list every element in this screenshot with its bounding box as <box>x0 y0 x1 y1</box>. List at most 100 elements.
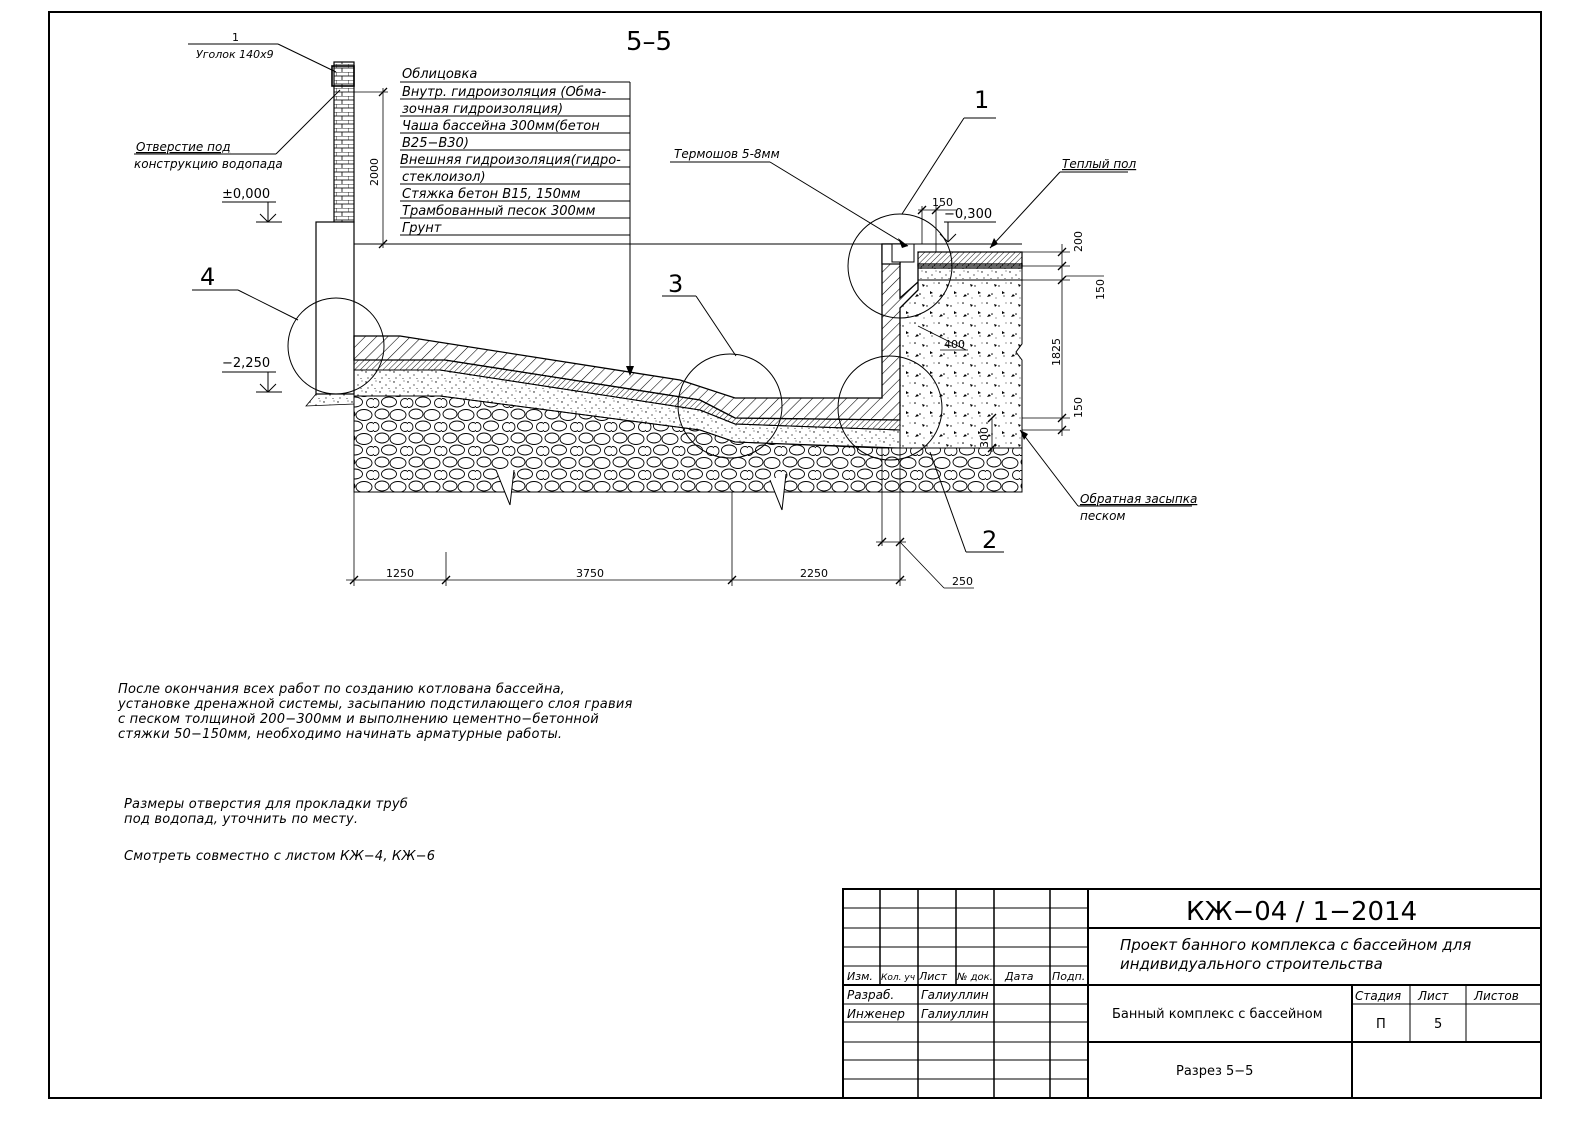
ground-break <box>495 469 515 506</box>
layers-legend: Облицовка Внутр. гидроизоляция (Обма- зо… <box>400 67 634 376</box>
svg-text:3: 3 <box>668 270 683 298</box>
node-callout-1: 1 <box>901 86 996 215</box>
layer-3: Чаша бассейна 300мм(бетон <box>402 119 600 134</box>
warm-floor-slab <box>917 251 1023 267</box>
node-circle-4 <box>287 297 385 395</box>
svg-text:1250: 1250 <box>386 567 414 580</box>
svg-text:150: 150 <box>932 196 953 209</box>
angle-callout-number: 1 <box>232 31 239 44</box>
svg-text:300: 300 <box>978 427 991 448</box>
svg-text:П: П <box>1376 1017 1386 1032</box>
svg-text:песком: песком <box>1080 509 1125 523</box>
node-callout-4: 4 <box>192 263 299 321</box>
svg-text:Стадия: Стадия <box>1355 989 1401 1003</box>
svg-text:250: 250 <box>952 575 973 588</box>
svg-text:Дата: Дата <box>1004 970 1034 983</box>
node-circle-3 <box>677 353 783 459</box>
dim-bottom-chain: 1250 3750 2250 250 <box>346 448 974 589</box>
title-block <box>842 888 1542 1099</box>
layer-2: зочная гидроизоляция) <box>402 102 563 117</box>
note-2-line: Размеры отверстия для прокладки труб <box>124 797 408 812</box>
note-1-line: установке дренажной системы, засыпанию п… <box>118 697 633 712</box>
level-zero: ±0,000 <box>222 187 282 223</box>
layer-9: Грунт <box>402 221 442 236</box>
svg-text:2250: 2250 <box>800 567 828 580</box>
svg-text:Термошов 5-8мм: Термошов 5-8мм <box>674 147 780 161</box>
svg-text:150: 150 <box>1072 397 1085 418</box>
dim-400: 400 <box>917 325 968 351</box>
svg-text:Обратная засыпка: Обратная засыпка <box>1080 492 1197 506</box>
note-1-line: После окончания всех работ по созданию к… <box>118 682 566 697</box>
waterfall-hole-callout: Отверстие под конструкцию водопада <box>134 89 341 171</box>
layer-0: Облицовка <box>402 67 477 82</box>
svg-text:2: 2 <box>982 526 997 554</box>
level-bottom: −2,250 <box>222 356 282 393</box>
svg-text:3750: 3750 <box>576 567 604 580</box>
svg-text:400: 400 <box>944 338 965 351</box>
warm-floor-callout: Теплый пол <box>989 157 1137 249</box>
dim-right-chain: 200 150 1825 150 <box>1022 231 1107 436</box>
sheet-frame <box>48 11 1542 1099</box>
project-line1: Проект банного комплекса с бассейном для <box>1120 936 1471 954</box>
svg-text:Разраб.: Разраб. <box>847 988 894 1002</box>
svg-text:Лист: Лист <box>1417 989 1449 1003</box>
node-circle-2 <box>837 355 943 461</box>
waterfall-hole-line1: Отверстие под <box>136 140 231 154</box>
thermo-seam-callout: Термошов 5-8мм <box>670 147 909 248</box>
svg-text:Лист: Лист <box>918 970 947 983</box>
angle-callout: 1 Уголок 140х9 <box>188 31 337 73</box>
note-2: Размеры отверстия для прокладки труб под… <box>124 797 408 827</box>
layer-4: В25−В30) <box>402 136 469 151</box>
sheet-name: Разрез 5−5 <box>1176 1064 1253 1079</box>
layer-6: стеклоизол) <box>402 170 486 185</box>
node-circle-1 <box>847 213 953 319</box>
doc-code: КЖ−04 / 1−2014 <box>1186 897 1417 927</box>
level-floor: −0,300 <box>939 207 996 243</box>
svg-text:Изм.: Изм. <box>847 970 873 983</box>
dim-150-top: 150 <box>917 196 956 252</box>
svg-text:−0,300: −0,300 <box>944 207 992 222</box>
angle-callout-label: Уголок 140х9 <box>196 48 274 61</box>
svg-text:Подп.: Подп. <box>1052 970 1085 983</box>
project-line2: индивидуального строительства <box>1120 955 1383 973</box>
level-zero-text: ±0,000 <box>222 187 270 202</box>
svg-text:Теплый пол: Теплый пол <box>1062 157 1137 171</box>
dim-300: 300 <box>978 413 997 453</box>
node-callout-3: 3 <box>662 270 737 357</box>
svg-text:1825: 1825 <box>1050 338 1063 366</box>
svg-text:150: 150 <box>1094 279 1107 300</box>
title-block-text: КЖ−04 / 1−2014 Проект банного комплекса … <box>847 897 1519 1079</box>
svg-text:Инженер: Инженер <box>847 1007 905 1021</box>
note-1-line: стяжки 50−150мм, необходимо начинать арм… <box>118 727 563 742</box>
waterfall-hole-line2: конструкцию водопада <box>134 157 283 171</box>
object-name: Банный комплекс с бассейном <box>1112 1007 1323 1022</box>
backfill-callout: Обратная засыпка песком <box>1019 429 1197 523</box>
note-3: Смотреть совместно с листом КЖ−4, КЖ−6 <box>124 849 436 864</box>
warm-floor-screed <box>917 265 1023 281</box>
left-ground-slope <box>305 393 355 407</box>
layer-7: Стяжка бетон В15, 150мм <box>402 187 581 202</box>
svg-text:4: 4 <box>200 263 215 291</box>
note-2-line: под водопад, уточнить по месту. <box>124 812 359 827</box>
level-bottom-text: −2,250 <box>222 356 270 371</box>
note-1: После окончания всех работ по созданию к… <box>118 682 633 742</box>
note-1-line: с песком толщиной 200−300мм и выполнению… <box>118 712 599 727</box>
layer-1: Внутр. гидроизоляция (Обма- <box>402 85 606 100</box>
node-callout-2: 2 <box>929 451 1004 554</box>
svg-text:5: 5 <box>1434 1017 1442 1032</box>
dim-wall-height-text: 2000 <box>368 158 381 186</box>
backfill-sand <box>899 279 1023 449</box>
svg-text:Кол. уч: Кол. уч <box>881 973 915 983</box>
dim-wall-height: 2000 <box>354 87 388 249</box>
section-title: 5–5 <box>626 27 672 57</box>
ground-break <box>769 473 787 511</box>
svg-text:200: 200 <box>1072 231 1085 252</box>
svg-text:Галиуллин: Галиуллин <box>921 988 989 1002</box>
svg-text:№ док.: № док. <box>956 972 993 983</box>
layer-8: Трамбованный песок 300мм <box>402 204 596 219</box>
svg-text:1: 1 <box>974 86 989 114</box>
left-brick-wall <box>315 61 355 395</box>
layer-5: Внешняя гидроизоляция(гидро- <box>400 153 621 168</box>
svg-text:Галиуллин: Галиуллин <box>921 1007 989 1021</box>
